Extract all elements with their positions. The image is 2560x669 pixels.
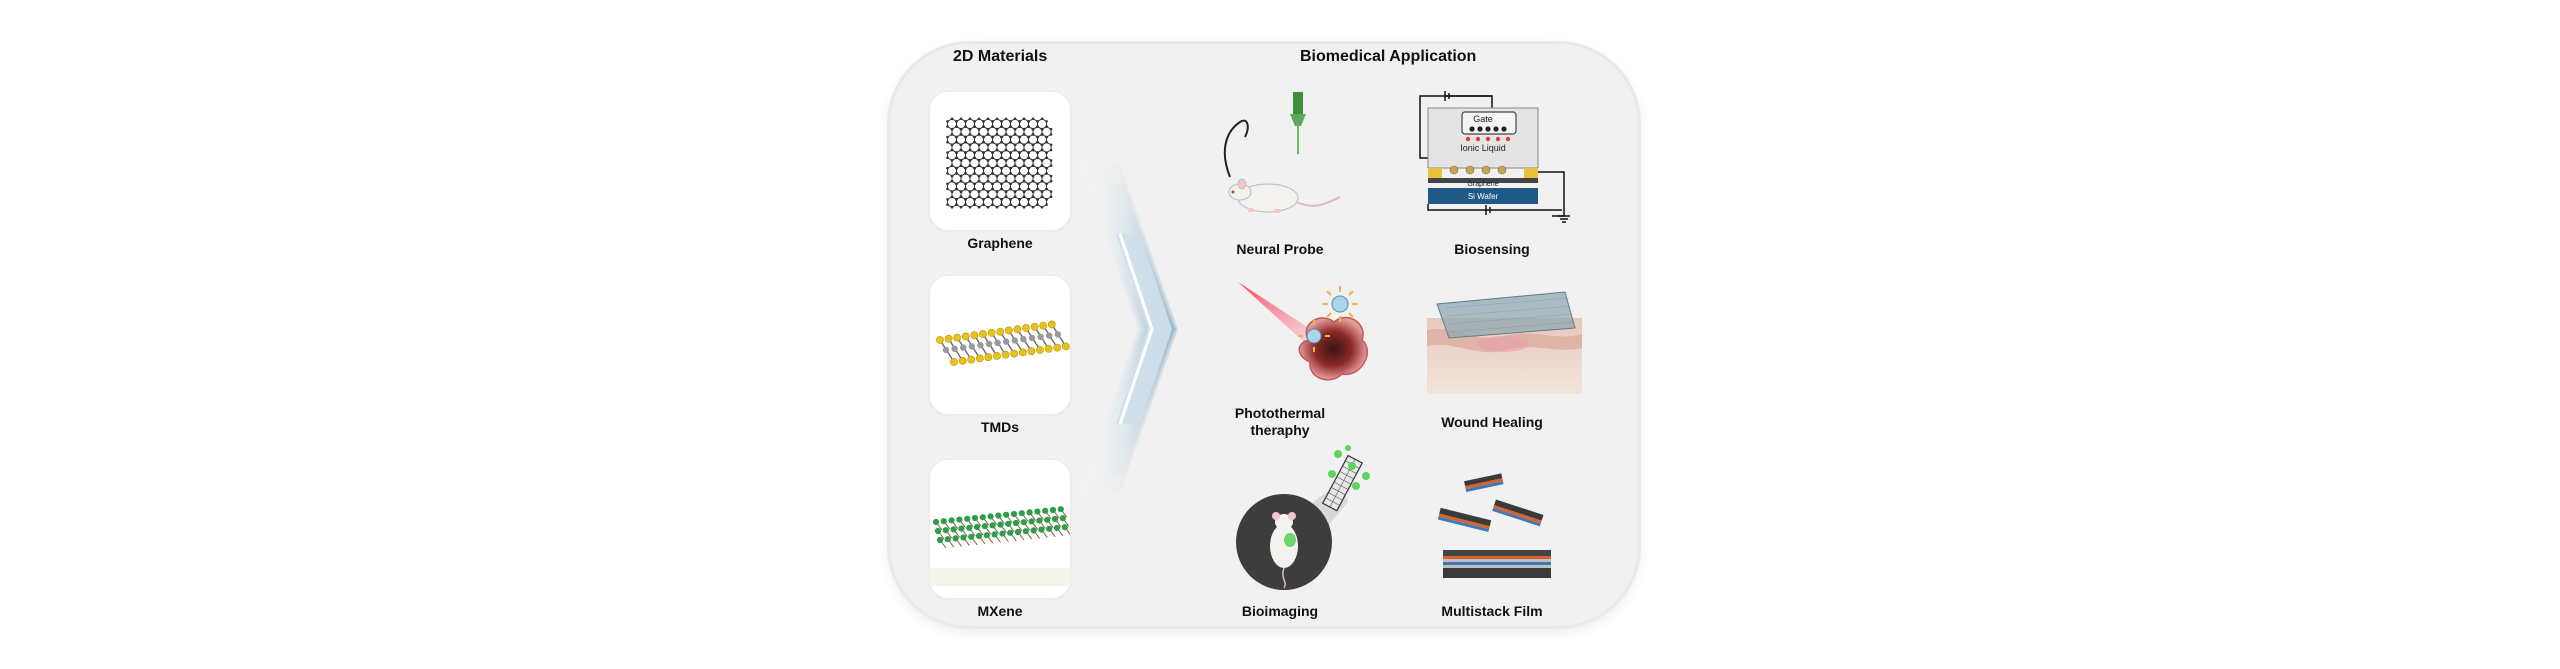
materials-header: 2D Materials — [953, 48, 1048, 65]
bioimaging-illustration — [1228, 442, 1388, 592]
mxene-card — [930, 460, 1070, 598]
app-label-wound-healing: Wound Healing — [1441, 414, 1543, 430]
neural-probe-illustration — [1210, 92, 1350, 222]
multistack-film-illustration — [1435, 472, 1565, 592]
gate-text: Gate — [1473, 114, 1493, 124]
graphene-card — [930, 92, 1070, 230]
wound-healing-illustration — [1425, 288, 1585, 398]
tmd-layer-image — [936, 320, 1070, 366]
app-label-biosensing: Biosensing — [1454, 241, 1530, 257]
material-label-tmds: TMDs — [980, 419, 1020, 435]
app-label-multistack-film: Multistack Film — [1441, 603, 1543, 619]
applications-header: Biomedical Application — [1300, 48, 1477, 65]
nanoparticle-icon — [1298, 320, 1330, 352]
biosensing-illustration: Gate Ionic Liquid Graphene Si Wafer — [1412, 88, 1582, 228]
figure-panel: 2D Materials Biomedical Application Grap… — [890, 44, 1638, 626]
material-label-graphene: Graphene — [967, 235, 1033, 251]
nanoparticle-icon — [1322, 286, 1358, 322]
graphene-lattice-image — [946, 117, 1053, 209]
mxene-layer-image — [930, 506, 1070, 586]
app-label-photothermal: Photothermal theraphy — [1210, 405, 1350, 439]
app-label-photothermal-line1: Photothermal — [1234, 405, 1326, 421]
ionic-liquid-text: Ionic Liquid — [1460, 143, 1506, 153]
tmds-card — [930, 276, 1070, 414]
graphene-layer-text: Graphene — [1467, 181, 1498, 188]
app-label-neural-probe: Neural Probe — [1236, 241, 1324, 257]
app-label-photothermal-line2: theraphy — [1250, 422, 1310, 438]
material-label-mxene: MXene — [977, 603, 1023, 619]
photothermal-illustration — [1230, 282, 1390, 392]
app-label-bioimaging: Bioimaging — [1241, 603, 1319, 619]
si-wafer-text: Si Wafer — [1468, 192, 1499, 201]
transition-arrow — [1080, 164, 1190, 494]
